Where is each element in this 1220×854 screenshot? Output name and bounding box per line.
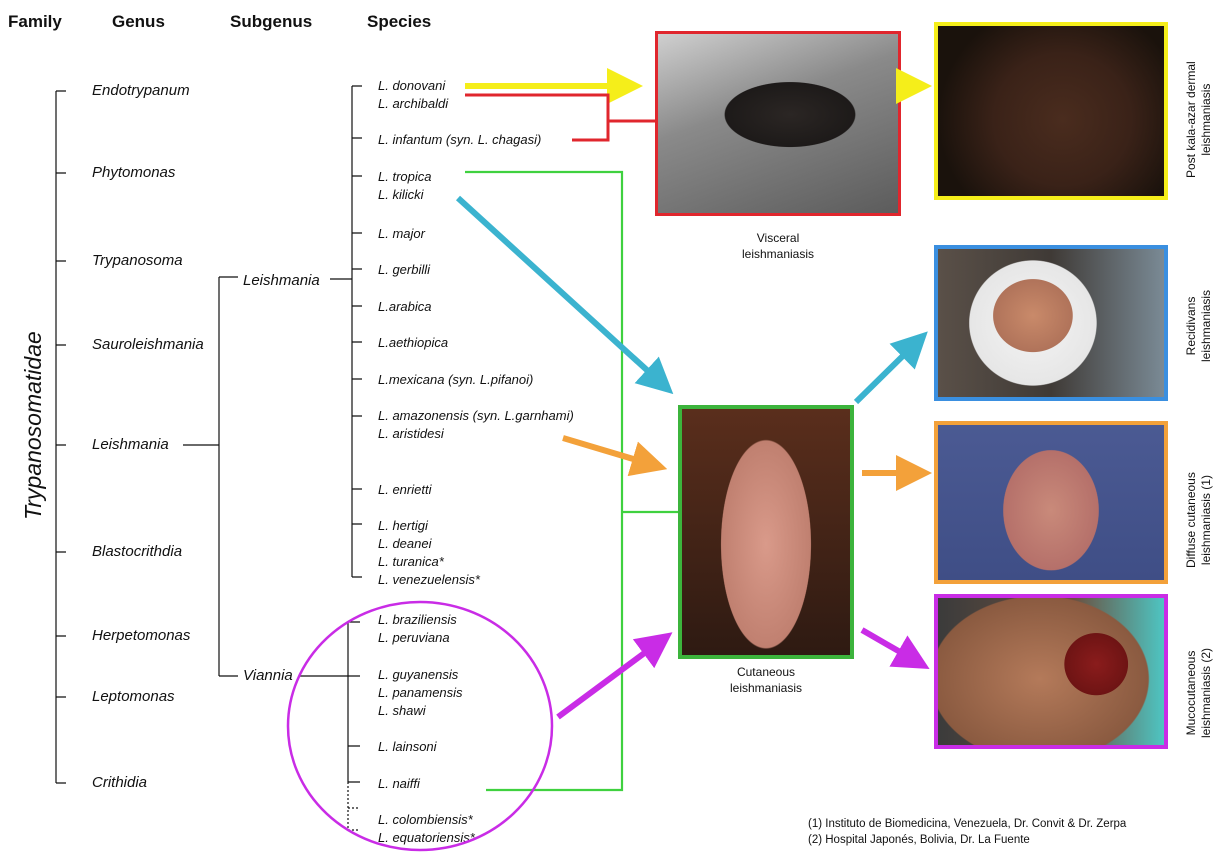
kilicki-arrow [458, 198, 660, 382]
visceral-caption-line1: Visceral [718, 230, 838, 246]
cutaneous-green-connector [465, 172, 678, 790]
mucocutaneous-label-line2: leishmaniasis (2) [1199, 648, 1214, 738]
pkdl-label: Post kala-azar dermal leishmaniasis [1184, 61, 1214, 178]
recidivans-label-line2: leishmaniasis [1199, 290, 1214, 362]
footnote-1: (1) Instituto de Biomedicina, Venezuela,… [808, 816, 1126, 832]
pkdl-label-line1: Post kala-azar dermal [1184, 61, 1199, 178]
viannia-circle [288, 602, 552, 850]
recidivans-label-line1: Recidivans [1184, 290, 1199, 362]
visceral-red-connector [465, 95, 655, 140]
pkdl-label-line2: leishmaniasis [1199, 61, 1214, 178]
viannia-arrow [558, 643, 658, 717]
footnote-2: (2) Hospital Japonés, Bolivia, Dr. La Fu… [808, 832, 1126, 848]
footnotes: (1) Instituto de Biomedicina, Venezuela,… [808, 816, 1126, 848]
amazonensis-arrow [563, 438, 650, 464]
visceral-caption: Visceral leishmaniasis [718, 230, 838, 262]
diffuse-cutaneous-label-line2: leishmaniasis (1) [1199, 472, 1214, 568]
diffuse-cutaneous-label: Diffuse cutaneous leishmaniasis (1) [1184, 472, 1214, 568]
cutaneous-caption-line1: Cutaneous [706, 664, 826, 680]
mucocutaneous-label: Mucocutaneous leishmaniasis (2) [1184, 648, 1214, 738]
diffuse-cutaneous-label-line1: Diffuse cutaneous [1184, 472, 1199, 568]
visceral-caption-line2: leishmaniasis [718, 246, 838, 262]
cutaneous-to-recidivans-arrow [856, 344, 915, 402]
cutaneous-caption: Cutaneous leishmaniasis [706, 664, 826, 696]
recidivans-label: Recidivans leishmaniasis [1184, 290, 1214, 362]
cutaneous-caption-line2: leishmaniasis [706, 680, 826, 696]
cutaneous-to-mucocutaneous-arrow [862, 630, 914, 660]
mucocutaneous-label-line1: Mucocutaneous [1184, 648, 1199, 738]
